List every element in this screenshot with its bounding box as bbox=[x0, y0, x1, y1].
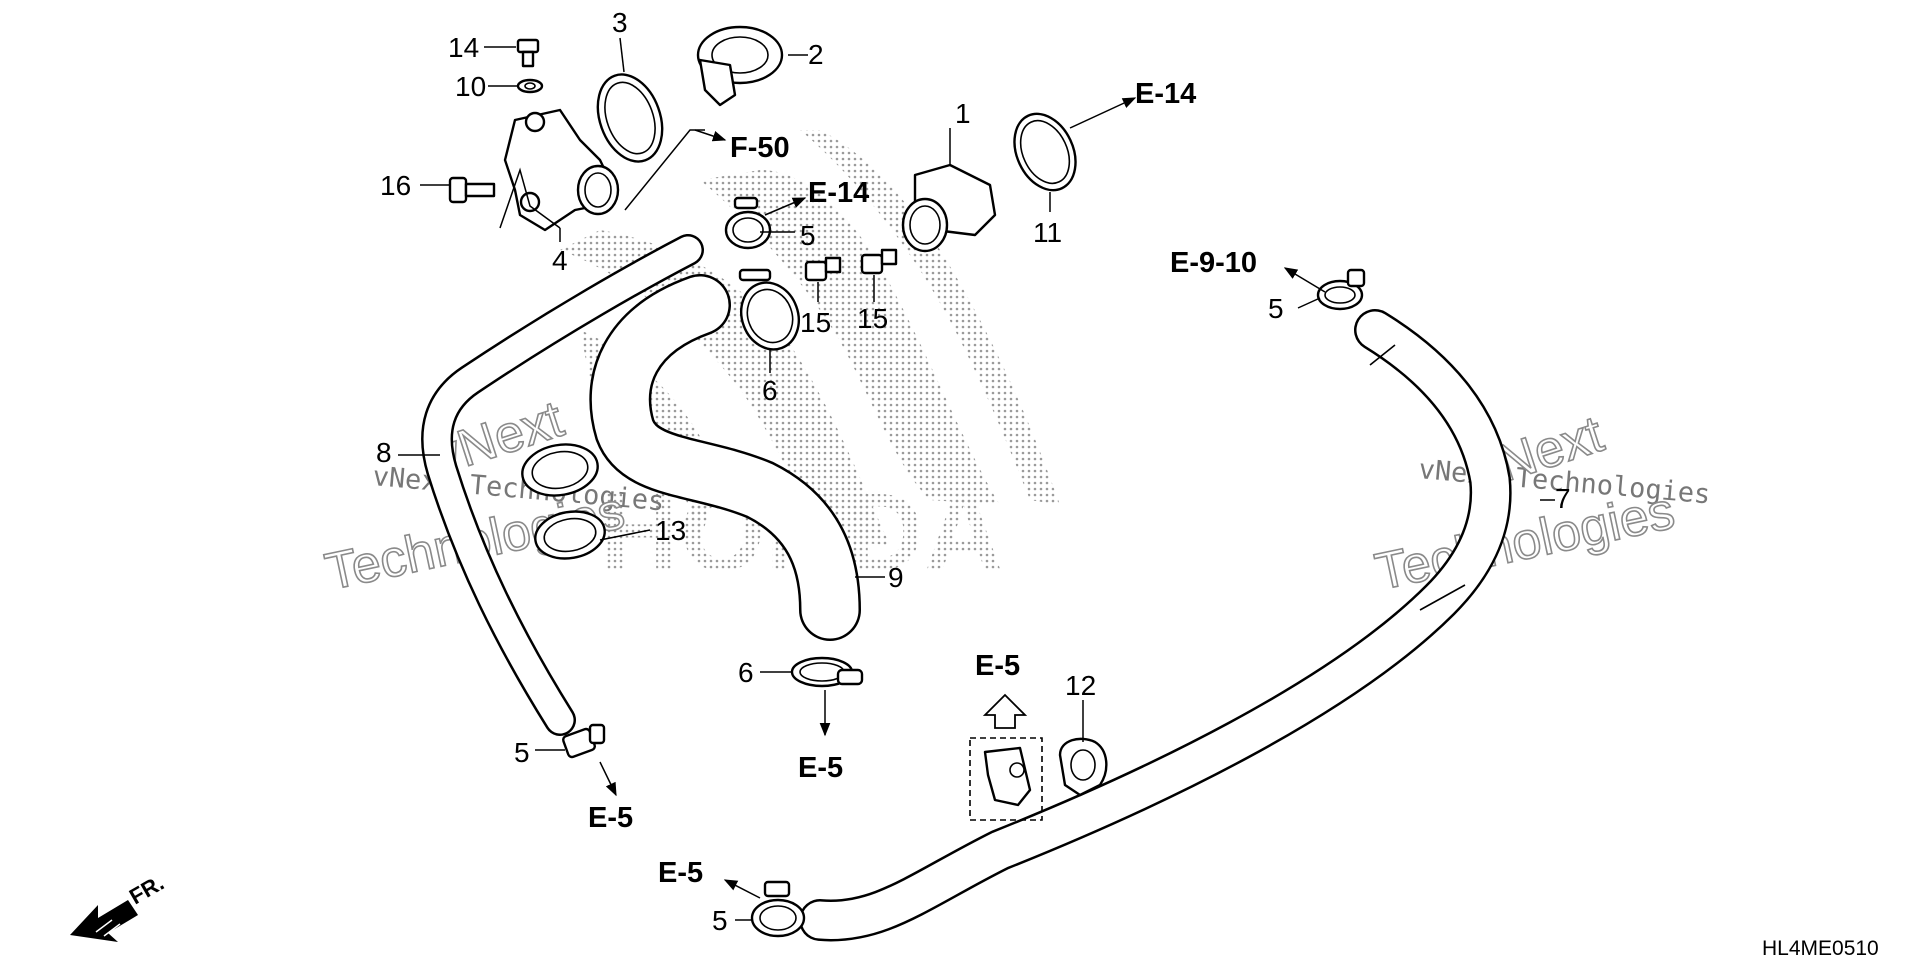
clamp-6-upper bbox=[738, 268, 800, 351]
front-direction-arrow: FR. bbox=[70, 870, 168, 942]
o-ring-11 bbox=[1013, 112, 1077, 192]
ref-e9-10: E-9-10 bbox=[1170, 247, 1257, 279]
hose-7 bbox=[799, 309, 1512, 942]
callout-9: 9 bbox=[888, 562, 904, 593]
callout-6-lower: 6 bbox=[738, 657, 754, 688]
callout-5-bottom: 5 bbox=[712, 905, 728, 936]
bolt-15-left bbox=[804, 256, 842, 282]
ref-e5-center: E-5 bbox=[975, 650, 1020, 682]
hose-8 bbox=[421, 234, 704, 736]
washer-10 bbox=[516, 78, 544, 94]
callout-6-upper: 6 bbox=[762, 375, 778, 406]
clamp-12 bbox=[1058, 737, 1108, 797]
reference-arrows bbox=[599, 97, 1326, 899]
water-outlet-1 bbox=[901, 163, 997, 253]
watermark-right: vNext Technologies vNext Technologies bbox=[1370, 404, 1712, 602]
ref-e5-bottom: E-5 bbox=[798, 752, 843, 784]
callout-5-upper: 5 bbox=[800, 220, 816, 251]
ref-e14-top: E-14 bbox=[1135, 78, 1196, 110]
clamp-5-right bbox=[1316, 268, 1366, 311]
bolt-14 bbox=[516, 38, 540, 68]
callout-14: 14 bbox=[448, 32, 479, 63]
callout-7: 7 bbox=[1555, 483, 1571, 514]
callout-8: 8 bbox=[376, 437, 392, 468]
section-references: E-14 E-14 F-50 E-9-10 E-5 E-5 E-5 E-5 bbox=[588, 78, 1257, 889]
direction-label: FR. bbox=[125, 870, 168, 909]
gasket-3 bbox=[596, 73, 664, 163]
callout-11: 11 bbox=[1033, 217, 1062, 248]
bolt-15-right bbox=[860, 248, 898, 275]
ref-e14-mid: E-14 bbox=[808, 177, 869, 209]
callout-10: 10 bbox=[455, 71, 486, 102]
callout-4: 4 bbox=[552, 245, 568, 276]
ref-e5-lower-left: E-5 bbox=[658, 857, 703, 889]
callout-15-left: 15 bbox=[800, 307, 831, 338]
ref-f50: F-50 bbox=[730, 132, 790, 164]
ref-e5-left: E-5 bbox=[588, 802, 633, 834]
clamp-5-upper bbox=[724, 196, 772, 250]
thermostat-housing-4 bbox=[503, 108, 620, 232]
callout-16: 16 bbox=[380, 170, 411, 201]
callout-2: 2 bbox=[808, 39, 824, 70]
callout-13: 13 bbox=[655, 515, 686, 546]
thermostat-2 bbox=[696, 25, 784, 107]
callout-3: 3 bbox=[612, 7, 628, 38]
leader-lines bbox=[398, 37, 1555, 921]
diagram-code: HL4ME0510 bbox=[1762, 937, 1879, 960]
clamp-5-lower-left bbox=[562, 723, 606, 759]
clamp-6-lower bbox=[790, 656, 864, 688]
hose-9 bbox=[589, 274, 861, 641]
callout-15-right: 15 bbox=[857, 303, 888, 334]
watermark-word2-right: Technologies bbox=[1370, 482, 1679, 602]
bolt-16 bbox=[448, 176, 496, 204]
callout-12: 12 bbox=[1065, 670, 1096, 701]
callout-5-left: 5 bbox=[514, 737, 530, 768]
clamp-13 bbox=[521, 443, 606, 560]
bracket-detail-box bbox=[969, 693, 1043, 821]
callout-numbers: 1 2 3 4 5 5 5 5 6 6 7 8 9 10 11 12 13 14… bbox=[376, 7, 1571, 936]
callout-5-right: 5 bbox=[1268, 293, 1284, 324]
callout-1: 1 bbox=[955, 98, 971, 129]
clamp-5-bottom bbox=[750, 880, 806, 938]
